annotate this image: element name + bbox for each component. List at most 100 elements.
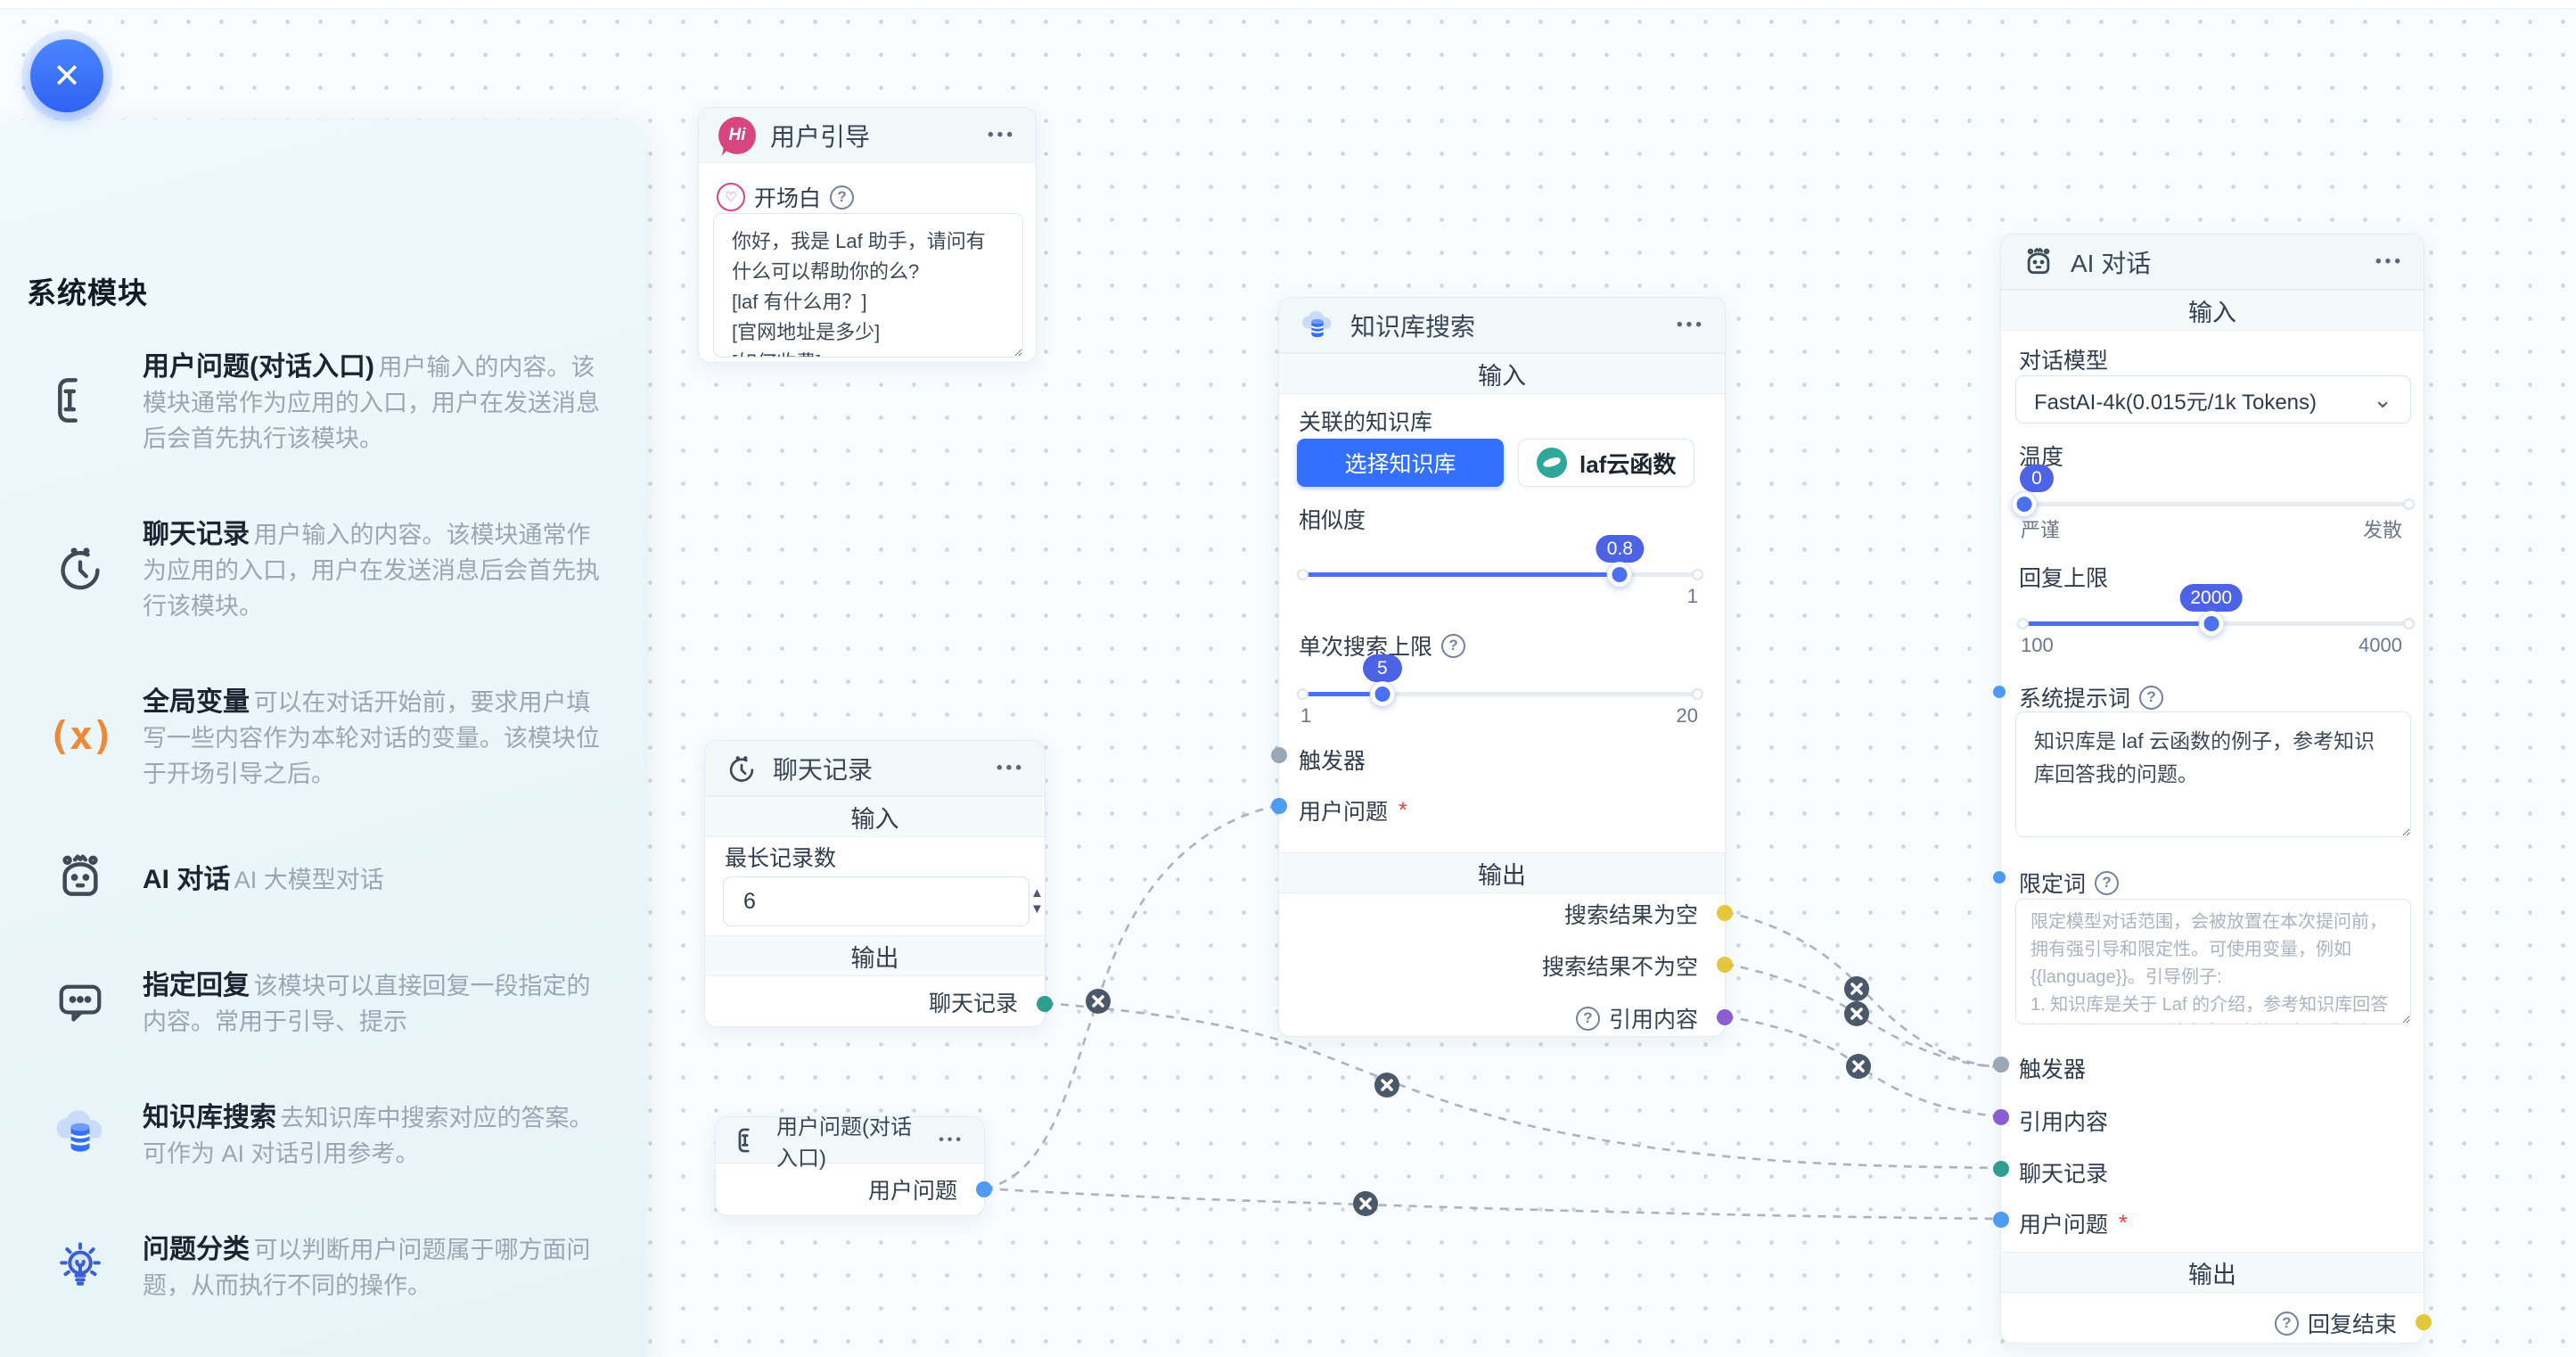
- similarity-value-badge: 0.8: [1596, 535, 1644, 563]
- module-title: 用户问题(对话入口): [143, 352, 374, 382]
- node-title: 用户问题(对话入口): [776, 1114, 912, 1171]
- edge-userquestion-to-kbsearch[interactable]: [984, 803, 1279, 1190]
- max-records-input[interactable]: [724, 888, 1030, 915]
- module-title: 问题分类: [143, 1235, 250, 1264]
- more-icon[interactable]: •••: [2375, 251, 2404, 271]
- reply-limit-slider-handle[interactable]: [2199, 612, 2224, 636]
- module-item-kb-search[interactable]: 知识库搜索 去知识库中搜索对应的答案。可作为 AI 对话引用参考。: [0, 1095, 645, 1172]
- quote-label: 引用内容: [2019, 1110, 2109, 1135]
- more-icon[interactable]: •••: [939, 1131, 964, 1147]
- temperature-max-label: 发散: [2362, 519, 2402, 541]
- edge-delete-buttons: [1086, 976, 1871, 1216]
- trigger-port[interactable]: [1271, 747, 1287, 763]
- temperature-value-badge: 0: [2020, 465, 2054, 492]
- trigger-label: 触发器: [1299, 749, 1366, 774]
- history-port[interactable]: [1993, 1161, 2009, 1177]
- module-title: 聊天记录: [143, 520, 250, 549]
- help-icon[interactable]: ?: [2139, 685, 2164, 710]
- output-question-port[interactable]: [976, 1181, 992, 1197]
- question-port[interactable]: [1271, 798, 1287, 814]
- search-limit-slider: [1297, 682, 1703, 706]
- heart-bubble-icon: ♡: [717, 183, 745, 211]
- edge-delete-icon[interactable]: [1374, 1073, 1399, 1098]
- help-icon[interactable]: ?: [830, 185, 855, 210]
- output-section-header: 输出: [1279, 852, 1725, 893]
- edge-delete-icon[interactable]: [1086, 989, 1111, 1014]
- reply-limit-label: 回复上限: [2019, 566, 2109, 591]
- quote-port[interactable]: [1993, 1109, 2009, 1125]
- max-records-stepper[interactable]: ▲ ▼: [723, 876, 1044, 926]
- bulb-icon: [50, 1235, 111, 1295]
- module-title: 知识库搜索: [143, 1103, 276, 1132]
- module-item-question-classify[interactable]: 问题分类 可以判断用户问题属于哪方面问题，从而执行不同的操作。: [0, 1227, 645, 1304]
- help-icon[interactable]: ?: [1441, 633, 1466, 658]
- question-port[interactable]: [1993, 1212, 2009, 1228]
- module-desc: 用户输入的内容。该模块通常作为应用的入口，用户在发送消息后会首先执行该模块。: [143, 522, 600, 620]
- variable-icon: (x): [47, 712, 114, 759]
- question-label: 用户问题: [1299, 800, 1389, 825]
- module-item-global-variable[interactable]: (x) 全局变量 可以在对话开始前，要求用户填写一些内容作为本轮对话的变量。该模…: [0, 679, 645, 792]
- edge-delete-icon[interactable]: [1353, 1191, 1378, 1216]
- node-ai-chat[interactable]: AI 对话 ••• 输入 对话模型 FastAI-4k(0.015元/1k To…: [1993, 234, 2432, 1344]
- qualifier-textarea[interactable]: [2015, 899, 2411, 1024]
- help-icon[interactable]: ?: [2095, 870, 2120, 895]
- similarity-slider: [1297, 563, 1703, 587]
- reply-limit-value-badge: 2000: [2179, 584, 2244, 612]
- model-label: 对话模型: [2019, 349, 2109, 374]
- output-not-empty-port[interactable]: [1717, 957, 1733, 973]
- step-down-icon[interactable]: ▼: [1030, 901, 1044, 917]
- more-icon[interactable]: •••: [1677, 315, 1705, 334]
- qualifier-port[interactable]: [1993, 871, 2006, 884]
- output-quote-label: 引用内容: [1608, 1007, 1698, 1032]
- more-icon[interactable]: •••: [988, 125, 1016, 144]
- output-history-port[interactable]: [1037, 996, 1053, 1012]
- node-user-guide[interactable]: Hi 用户引导 ••• ♡ 开场白 ? 你好，我是 Laf 助手，请问有什么可以…: [698, 107, 1037, 363]
- help-icon[interactable]: ?: [2274, 1311, 2299, 1336]
- node-kb-search[interactable]: 知识库搜索 ••• 输入 关联的知识库 选择知识库 laf云函数 相似度 0.8…: [1271, 297, 1733, 1037]
- temperature-slider-handle[interactable]: [2012, 492, 2037, 516]
- module-item-chat-history[interactable]: 聊天记录 用户输入的内容。该模块通常作为应用的入口，用户在发送消息后会首先执行该…: [0, 512, 645, 624]
- module-item-user-question[interactable]: 用户问题(对话入口) 用户输入的内容。该模块通常作为应用的入口，用户在发送消息后…: [0, 344, 645, 456]
- edge-delete-icon[interactable]: [1846, 1054, 1871, 1079]
- reply-limit-slider: [2017, 612, 2415, 636]
- opening-label: 开场白: [754, 186, 822, 211]
- edge-delete-icon[interactable]: [1844, 1001, 1869, 1026]
- help-icon[interactable]: ?: [1575, 1006, 1600, 1031]
- edge-history-to-ai[interactable]: [1045, 1001, 2001, 1170]
- similarity-slider-handle[interactable]: [1607, 563, 1632, 587]
- node-user-question[interactable]: 用户问题(对话入口) ••• 用户问题: [715, 1115, 992, 1216]
- module-desc: 用户输入的内容。该模块通常作为应用的入口，用户在发送消息后会首先执行该模块。: [143, 354, 600, 452]
- module-title: 全局变量: [143, 687, 250, 717]
- output-section-header: 输出: [705, 935, 1045, 976]
- robot-icon: [50, 847, 111, 908]
- edge-userquestion-to-ai[interactable]: [984, 1187, 2001, 1221]
- step-up-icon[interactable]: ▲: [1030, 885, 1044, 901]
- module-item-ai-chat[interactable]: AI 对话 AI 大模型对话: [0, 847, 645, 908]
- node-chat-history[interactable]: 聊天记录 ••• 输入 最长记录数 ▲ ▼ 输出 聊天记录: [704, 740, 1053, 1027]
- trigger-label: 触发器: [2019, 1057, 2087, 1082]
- reply-end-port[interactable]: [2416, 1314, 2432, 1330]
- system-modules-panel: 系统模块 用户问题(对话入口) 用户输入的内容。该模块通常作为应用的入口，用户在…: [0, 119, 645, 1357]
- module-desc: AI 大模型对话: [234, 867, 384, 893]
- trigger-port[interactable]: [1993, 1057, 2009, 1073]
- kb-tag-laf[interactable]: laf云函数: [1518, 439, 1695, 487]
- top-bar: [0, 0, 2576, 9]
- system-prompt-port[interactable]: [1993, 686, 2006, 698]
- opening-textarea[interactable]: 你好，我是 Laf 助手，请问有什么可以帮助你的么? [laf 有什么用？] […: [713, 213, 1023, 358]
- close-panel-button[interactable]: ✕: [30, 39, 103, 112]
- output-empty-port[interactable]: [1717, 905, 1733, 921]
- input-section-header: 输入: [1279, 353, 1725, 394]
- model-select[interactable]: FastAI-4k(0.015元/1k Tokens) ⌄: [2015, 375, 2411, 424]
- output-question-label: 用户问题: [867, 1179, 957, 1204]
- more-icon[interactable]: •••: [997, 758, 1025, 777]
- output-quote-port[interactable]: [1717, 1009, 1733, 1025]
- reply-limit-max-label: 4000: [2359, 634, 2402, 656]
- node-title: AI 对话: [2071, 249, 2152, 277]
- search-limit-slider-handle[interactable]: [1370, 682, 1395, 706]
- module-item-fixed-reply[interactable]: 指定回复 该模块可以直接回复一段指定的内容。常用于引导、提示: [0, 963, 645, 1040]
- qualifier-label: 限定词: [2019, 872, 2087, 897]
- system-prompt-textarea[interactable]: 知识库是 laf 云函数的例子，参考知识库回答我的问题。: [2015, 711, 2411, 837]
- edge-delete-icon[interactable]: [1844, 976, 1869, 1001]
- select-kb-button[interactable]: 选择知识库: [1297, 439, 1504, 487]
